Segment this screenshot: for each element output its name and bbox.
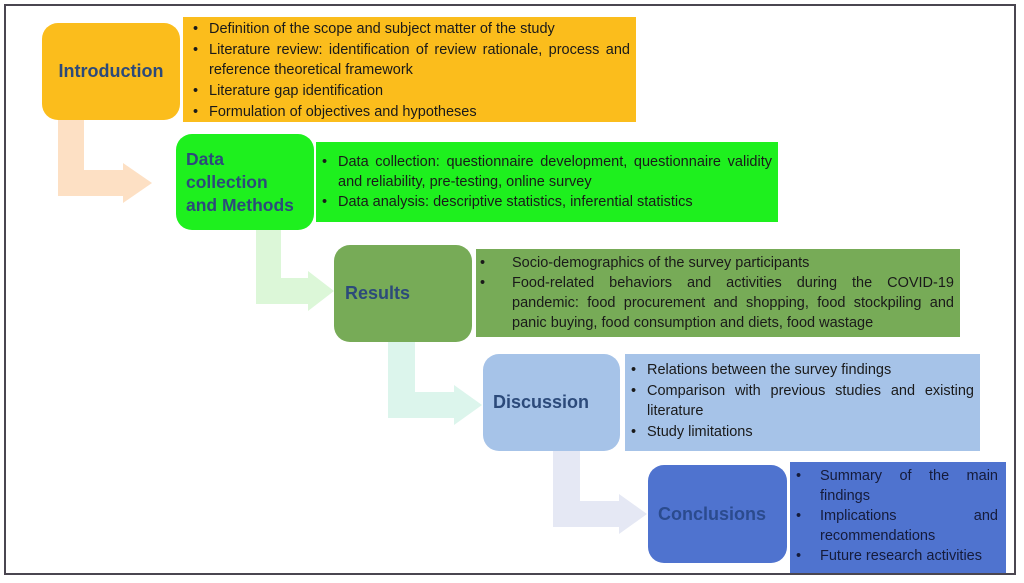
bullet-icon: • [193,104,199,120]
list-item: •Data analysis: descriptive statistics, … [322,194,693,210]
details-results: •Socio-demographics of the survey partic… [476,249,960,337]
arrow-results-to-discussion [388,342,482,425]
stage-discussion: Discussion [483,354,620,451]
bullet-icon: • [631,383,637,399]
list-item: •Data collection: questionnaire developm… [322,154,772,190]
list-item: •Comparison with previous studies and ex… [631,383,974,419]
bullet-icon: • [480,255,486,271]
bullet-icon: • [322,194,328,210]
list-item: •Relations between the survey findings [631,362,892,378]
stage-data-collection: Data collection and Methods [176,134,314,230]
bullet-icon: • [193,21,199,37]
arrow-data-to-results [256,230,334,311]
stage-title-introduction: Introduction [58,61,164,81]
details-data-collection: •Data collection: questionnaire developm… [316,142,778,222]
list-item: •Socio-demographics of the survey partic… [480,255,810,271]
bullet-icon: • [796,508,802,524]
list-item: •Food-related behaviors and activities d… [480,275,954,331]
list-item: •Implications and recommendations [796,508,998,544]
bullet-icon: • [193,83,199,99]
stage-title-data-collection: Data collection and Methods [186,148,294,215]
stage-title-discussion: Discussion [493,392,590,412]
list-item: •Study limitations [631,424,753,440]
stage-title-results: Results [345,283,411,303]
list-item: •Literature gap identification [193,83,384,99]
list-item: •Literature review: identification of re… [193,42,630,78]
details-introduction: •Definition of the scope and subject mat… [183,17,636,122]
bullet-icon: • [480,275,486,291]
list-item: •Definition of the scope and subject mat… [193,21,555,37]
list-item: •Future research activities [796,548,982,564]
bullet-icon: • [193,42,199,58]
list-item: •Formulation of objectives and hypothese… [193,104,477,120]
bullet-icon: • [796,548,802,564]
bullet-icon: • [322,154,328,170]
details-discussion: •Relations between the survey findings •… [625,354,980,451]
stage-results: Results [334,245,472,342]
stage-introduction: Introduction [42,23,180,120]
list-item: •Summary of the main findings [796,468,998,504]
diagram-frame [4,4,1016,575]
arrow-intro-to-data [58,120,152,203]
bullet-icon: • [631,424,637,440]
arrow-discussion-to-conclusions [553,451,647,534]
bullet-icon: • [631,362,637,378]
stage-title-conclusions: Conclusions [658,503,767,524]
details-conclusions: •Summary of the main findings •Implicati… [790,462,1006,573]
bullet-icon: • [796,468,802,484]
stage-conclusions: Conclusions [648,465,787,563]
